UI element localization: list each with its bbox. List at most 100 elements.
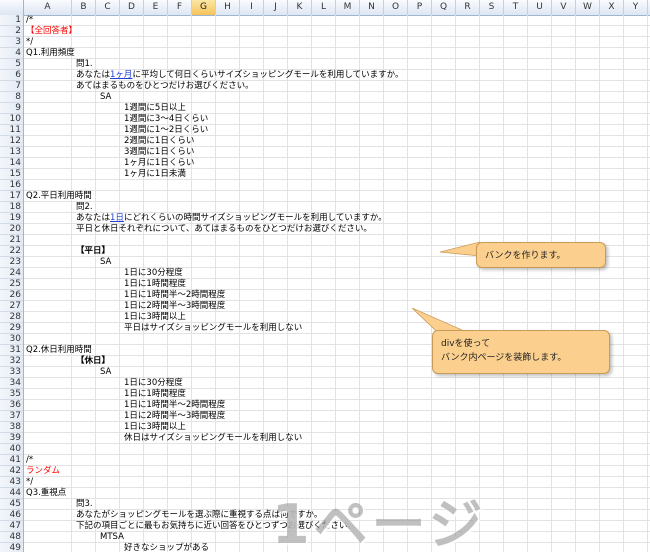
column-header-d[interactable]: D — [120, 0, 144, 15]
row-header-10[interactable]: 10 — [0, 114, 23, 125]
cell-b7[interactable]: あてはまるものをひとつだけお選びください。 — [76, 81, 254, 91]
row-header-43[interactable]: 43 — [0, 477, 23, 488]
cell-d38[interactable]: 1日に3時間以上 — [124, 422, 186, 432]
cell-a1[interactable]: /* — [26, 15, 34, 25]
row-header-40[interactable]: 40 — [0, 444, 23, 455]
row-header-4[interactable]: 4 — [0, 48, 23, 59]
row-header-13[interactable]: 13 — [0, 147, 23, 158]
column-header-i[interactable]: I — [240, 0, 264, 15]
cell-b45[interactable]: 問3. — [76, 499, 93, 509]
cell-d13[interactable]: 3週間に1日くらい — [124, 147, 195, 157]
cell-b19[interactable]: あなたは1日にどれくらいの時間サイズショッピングモールを利用していますか。 — [76, 213, 387, 224]
row-header-29[interactable]: 29 — [0, 323, 23, 334]
row-header-5[interactable]: 5 — [0, 59, 23, 70]
cell-d39[interactable]: 休日はサイズショッピングモールを利用しない — [124, 433, 303, 443]
cell-b18[interactable]: 問2. — [76, 202, 93, 212]
link-1month[interactable]: 1ヶ月 — [110, 70, 133, 80]
cell-a41[interactable]: /* — [26, 455, 34, 465]
cell-a42[interactable]: ランダム — [26, 466, 61, 476]
cell-d12[interactable]: 2週間に1日くらい — [124, 136, 195, 146]
cell-d37[interactable]: 1日に2時間半～3時間程度 — [124, 411, 226, 421]
row-header-14[interactable]: 14 — [0, 158, 23, 169]
row-header-46[interactable]: 46 — [0, 510, 23, 521]
row-header-49[interactable]: 49 — [0, 543, 23, 552]
row-header-33[interactable]: 33 — [0, 367, 23, 378]
cell-d35[interactable]: 1日に1時間程度 — [124, 389, 186, 399]
callout-div[interactable]: divを使って バンク内ページを装飾します。 — [432, 330, 610, 374]
column-header-a[interactable]: A — [24, 0, 72, 15]
column-header-p[interactable]: P — [408, 0, 432, 15]
cell-d36[interactable]: 1日に1時間半～2時間程度 — [124, 400, 226, 410]
row-header-8[interactable]: 8 — [0, 92, 23, 103]
row-header-35[interactable]: 35 — [0, 389, 23, 400]
cell-a44[interactable]: Q3.重視点 — [26, 488, 67, 498]
column-header-g[interactable]: G — [192, 0, 216, 15]
row-header-22[interactable]: 22 — [0, 246, 23, 257]
cell-a3[interactable]: */ — [26, 37, 34, 47]
column-header-v[interactable]: V — [552, 0, 576, 15]
row-header-11[interactable]: 11 — [0, 125, 23, 136]
column-header-j[interactable]: J — [264, 0, 288, 15]
column-header-l[interactable]: L — [312, 0, 336, 15]
cell-d26[interactable]: 1日に1時間半～2時間程度 — [124, 290, 226, 300]
link-1day[interactable]: 1日 — [110, 213, 124, 223]
cell-d15[interactable]: 1ヶ月に1日未満 — [124, 169, 186, 179]
column-header-u[interactable]: U — [528, 0, 552, 15]
cell-d49[interactable]: 好きなショップがある — [124, 543, 210, 552]
cell-c8[interactable]: SA — [100, 92, 112, 102]
cell-c23[interactable]: SA — [100, 257, 112, 267]
column-header-c[interactable]: C — [96, 0, 120, 15]
column-header-q[interactable]: Q — [432, 0, 456, 15]
cell-d34[interactable]: 1日に30分程度 — [124, 378, 183, 388]
row-header-45[interactable]: 45 — [0, 499, 23, 510]
row-header-12[interactable]: 12 — [0, 136, 23, 147]
column-header-b[interactable]: B — [72, 0, 96, 15]
column-header-y[interactable]: Y — [624, 0, 648, 15]
row-header-41[interactable]: 41 — [0, 455, 23, 466]
row-header-27[interactable]: 27 — [0, 301, 23, 312]
callout-bank[interactable]: バンクを作ります。 — [476, 242, 606, 268]
cell-b5[interactable]: 問1. — [76, 59, 93, 69]
column-header-s[interactable]: S — [480, 0, 504, 15]
row-header-3[interactable]: 3 — [0, 37, 23, 48]
cell-d29[interactable]: 平日はサイズショッピングモールを利用しない — [124, 323, 303, 333]
row-header-37[interactable]: 37 — [0, 411, 23, 422]
column-header-x[interactable]: X — [600, 0, 624, 15]
cell-a17[interactable]: Q2.平日利用時間 — [26, 191, 92, 201]
row-header-9[interactable]: 9 — [0, 103, 23, 114]
cell-d25[interactable]: 1日に1時間程度 — [124, 279, 186, 289]
row-header-38[interactable]: 38 — [0, 422, 23, 433]
column-header-f[interactable]: F — [168, 0, 192, 15]
cell-d27[interactable]: 1日に2時間半～3時間程度 — [124, 301, 226, 311]
row-header-48[interactable]: 48 — [0, 532, 23, 543]
cell-d11[interactable]: 1週間に1～2日くらい — [124, 125, 209, 135]
row-header-32[interactable]: 32 — [0, 356, 23, 367]
column-header-r[interactable]: R — [456, 0, 480, 15]
cell-c48[interactable]: MTSA — [100, 532, 124, 542]
column-header-n[interactable]: N — [360, 0, 384, 15]
row-header-47[interactable]: 47 — [0, 521, 23, 532]
row-header-15[interactable]: 15 — [0, 169, 23, 180]
row-header-25[interactable]: 25 — [0, 279, 23, 290]
cell-b46[interactable]: あなたがショッピングモールを選ぶ際に重視する点は何ですか。 — [76, 510, 323, 520]
row-header-36[interactable]: 36 — [0, 400, 23, 411]
row-header-21[interactable]: 21 — [0, 235, 23, 246]
cell-a2[interactable]: 【全回答者】 — [26, 26, 78, 36]
row-header-17[interactable]: 17 — [0, 191, 23, 202]
row-header-24[interactable]: 24 — [0, 268, 23, 279]
row-header-44[interactable]: 44 — [0, 488, 23, 499]
cell-grid[interactable] — [24, 15, 650, 552]
row-header-26[interactable]: 26 — [0, 290, 23, 301]
row-header-42[interactable]: 42 — [0, 466, 23, 477]
cell-d10[interactable]: 1週間に3～4日くらい — [124, 114, 209, 124]
column-header-e[interactable]: E — [144, 0, 168, 15]
row-header-23[interactable]: 23 — [0, 257, 23, 268]
row-header-19[interactable]: 19 — [0, 213, 23, 224]
cell-c33[interactable]: SA — [100, 367, 112, 377]
column-header-o[interactable]: O — [384, 0, 408, 15]
row-header-2[interactable]: 2 — [0, 26, 23, 37]
cell-a43[interactable]: */ — [26, 477, 34, 487]
row-header-28[interactable]: 28 — [0, 312, 23, 323]
row-header-30[interactable]: 30 — [0, 334, 23, 345]
cell-b22[interactable]: 【平日】 — [76, 246, 111, 256]
